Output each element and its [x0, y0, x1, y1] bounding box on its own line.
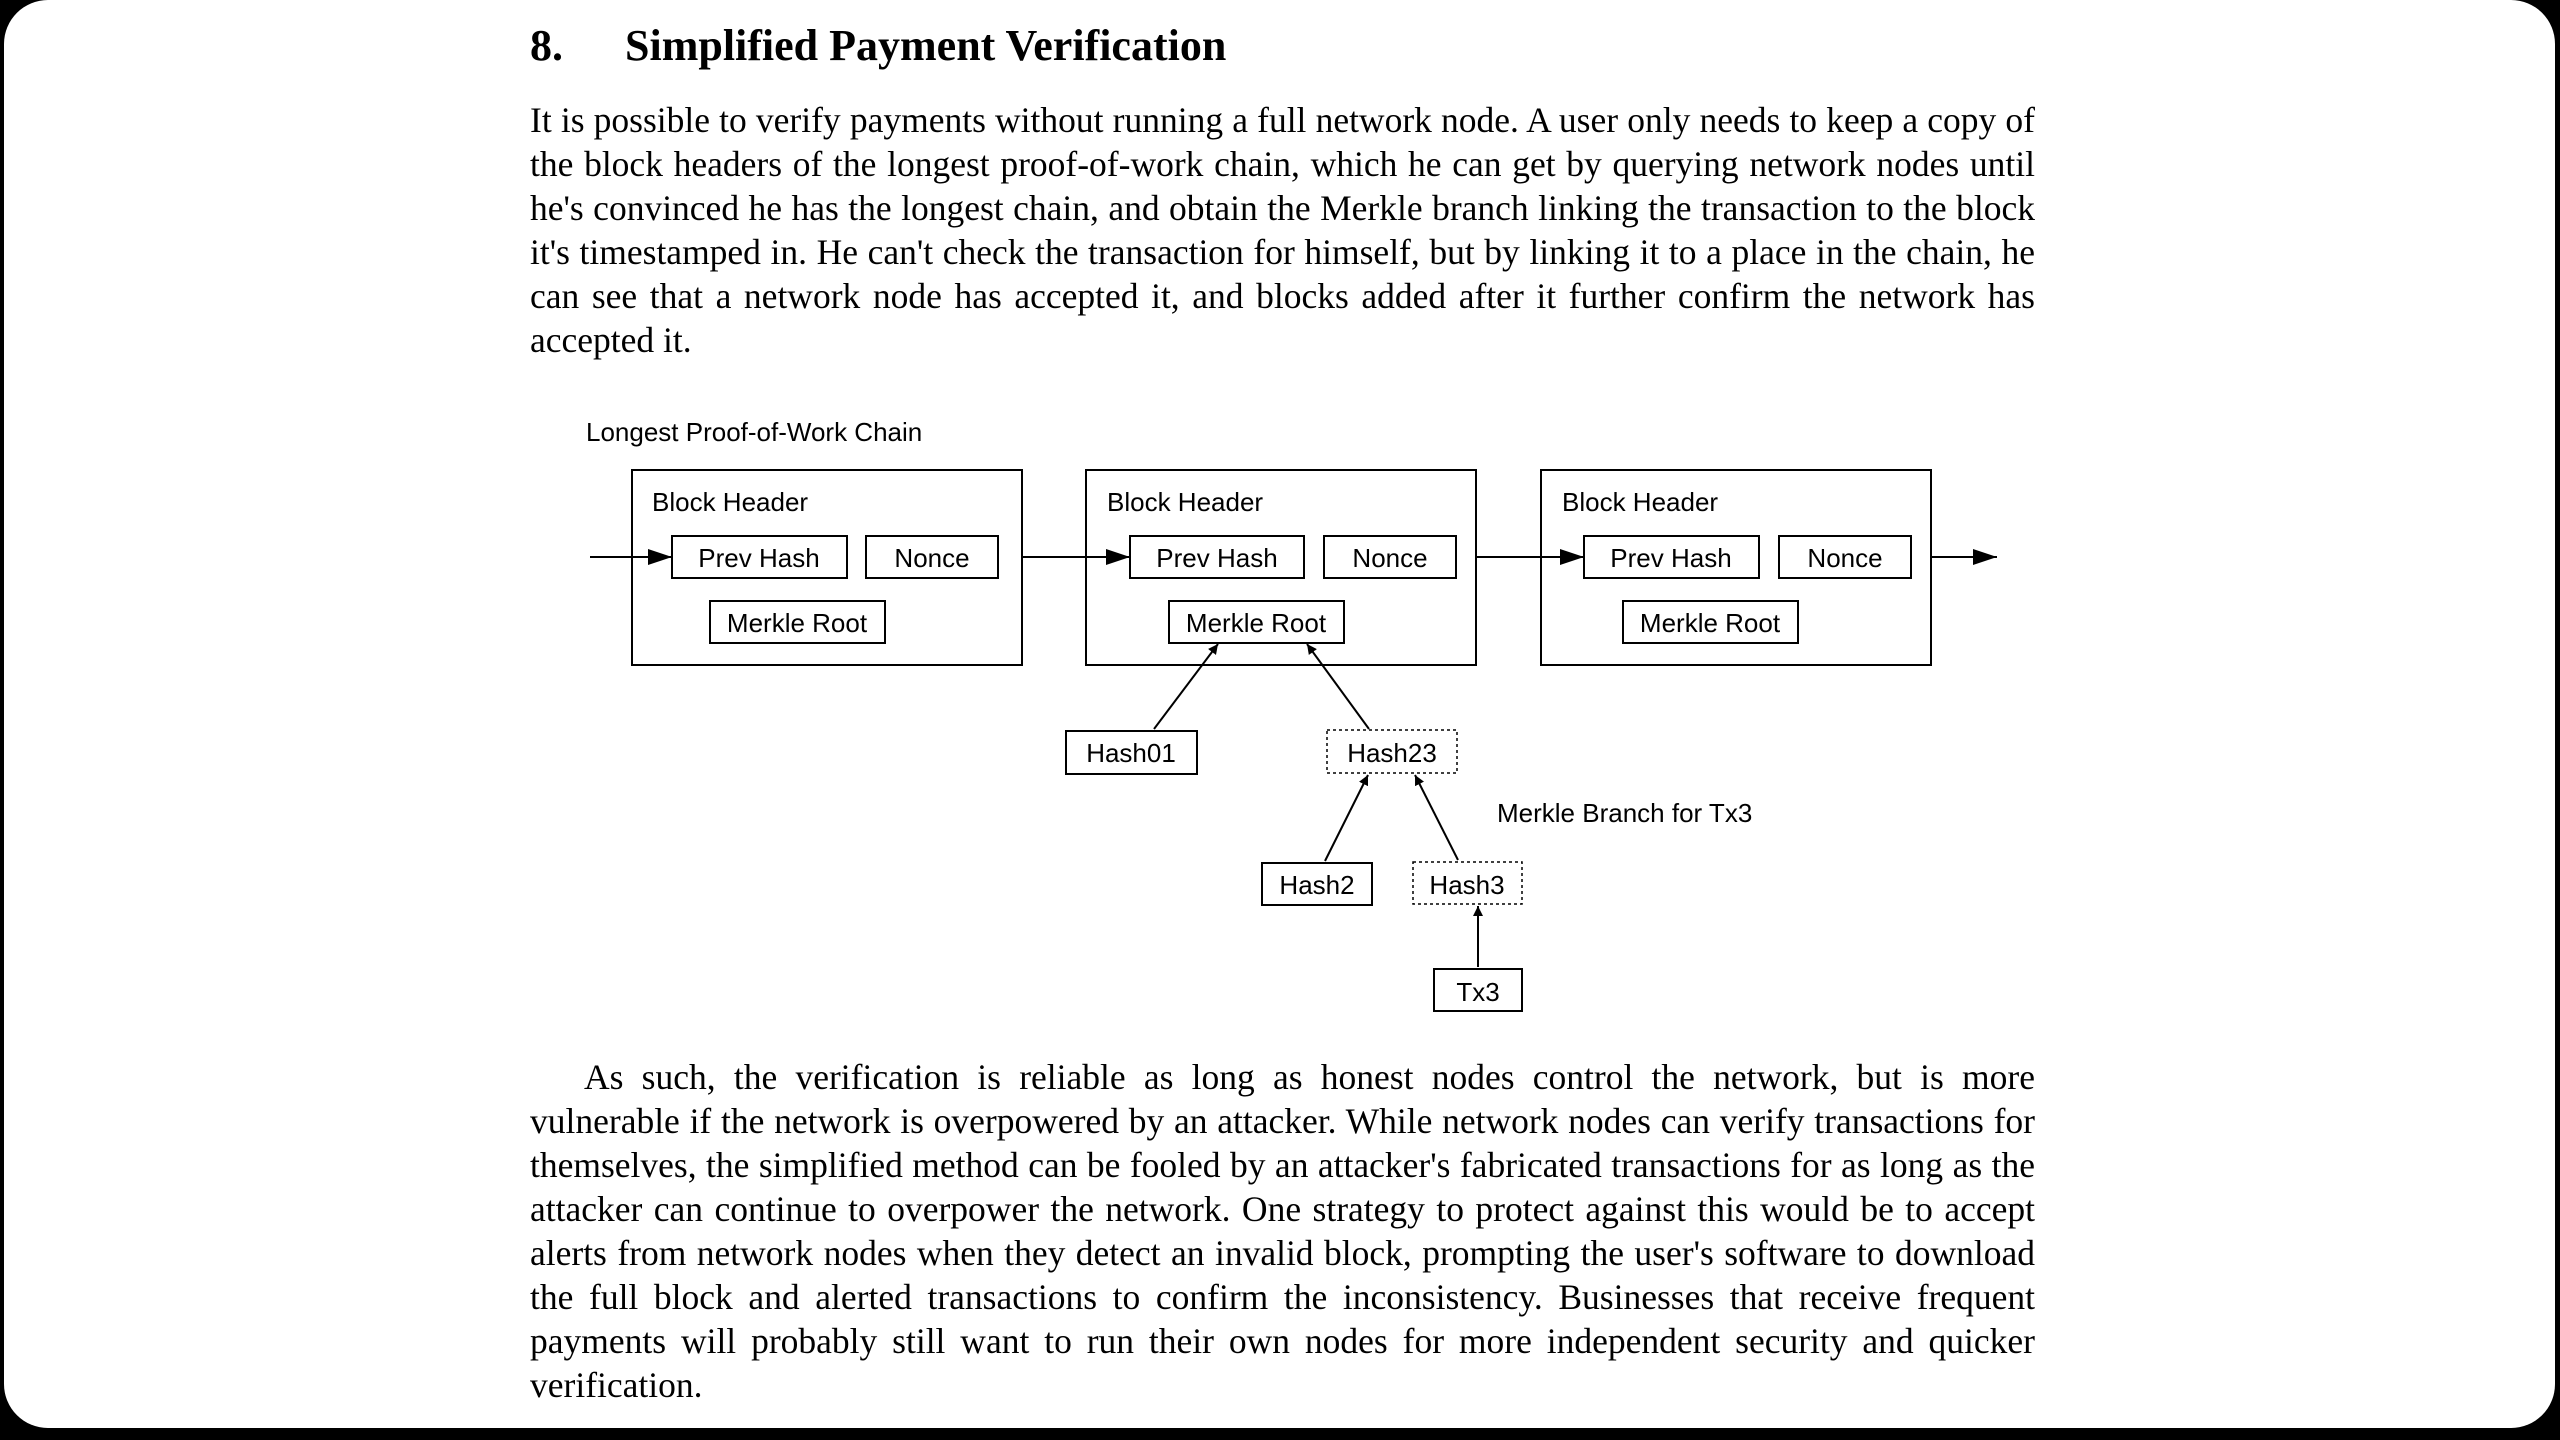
section-title: Simplified Payment Verification: [625, 21, 1227, 70]
block-3-nonce-box: [1778, 535, 1912, 579]
block-2-merkle-root-label: Merkle Root: [1186, 608, 1327, 638]
section-heading: 8. Simplified Payment Verification: [530, 18, 1226, 74]
hash23-label: Hash23: [1347, 738, 1437, 768]
tx3-box: [1433, 968, 1523, 1012]
hash01-label: Hash01: [1086, 738, 1176, 768]
block-2-prev-hash-label: Prev Hash: [1156, 543, 1277, 573]
block-1-nonce-box: [865, 535, 999, 579]
hash3-box: [1412, 861, 1523, 905]
block-1-prev-hash-box: [671, 535, 848, 579]
arrow-hash23-to-root: [1306, 643, 1370, 730]
block-2-header-label: Block Header: [1107, 487, 1263, 517]
block-3: Block Header Prev Hash Nonce Merkle Root: [1540, 469, 1932, 666]
hash23-box: [1326, 729, 1458, 774]
block-2-prev-hash-box: [1129, 535, 1305, 579]
section-number: 8.: [530, 21, 563, 70]
paragraph-1: It is possible to verify payments withou…: [530, 100, 2035, 360]
block-3-prev-hash-label: Prev Hash: [1610, 543, 1731, 573]
chain-label: Longest Proof-of-Work Chain: [586, 417, 922, 447]
block-2-nonce-box: [1323, 535, 1457, 579]
block-1-prev-hash-label: Prev Hash: [698, 543, 819, 573]
tx3-label: Tx3: [1456, 977, 1499, 1007]
branch-label: Merkle Branch for Tx3: [1497, 798, 1752, 828]
arrow-hash01-to-root: [1153, 643, 1219, 730]
block-1-merkle-root-box: [709, 600, 886, 644]
block-3-header-label: Block Header: [1562, 487, 1718, 517]
block-1-nonce-label: Nonce: [894, 543, 969, 573]
document-page: 8. Simplified Payment Verification It is …: [4, 0, 2555, 1428]
arrow-hash2-to-hash23: [1324, 774, 1369, 862]
arrow-hash3-to-hash23: [1414, 774, 1459, 861]
block-2-nonce-label: Nonce: [1352, 543, 1427, 573]
hash2-label: Hash2: [1279, 870, 1354, 900]
block-1-header-label: Block Header: [652, 487, 808, 517]
block-2-merkle-root-box: [1168, 600, 1345, 644]
hash3-label: Hash3: [1429, 870, 1504, 900]
spv-diagram: Longest Proof-of-Work Chain Block Header…: [586, 417, 1997, 1012]
block-3-merkle-root-label: Merkle Root: [1640, 608, 1781, 638]
block-1: Block Header Prev Hash Nonce Merkle Root: [631, 469, 1023, 666]
paragraph-2: As such, the verification is reliable as…: [530, 1057, 2035, 1405]
block-3-merkle-root-box: [1622, 600, 1799, 644]
block-1-merkle-root-label: Merkle Root: [727, 608, 868, 638]
block-2: Block Header Prev Hash Nonce Merkle Root: [1085, 469, 1477, 666]
block-3-nonce-label: Nonce: [1807, 543, 1882, 573]
hash2-box: [1261, 862, 1373, 906]
hash01-box: [1065, 730, 1198, 775]
